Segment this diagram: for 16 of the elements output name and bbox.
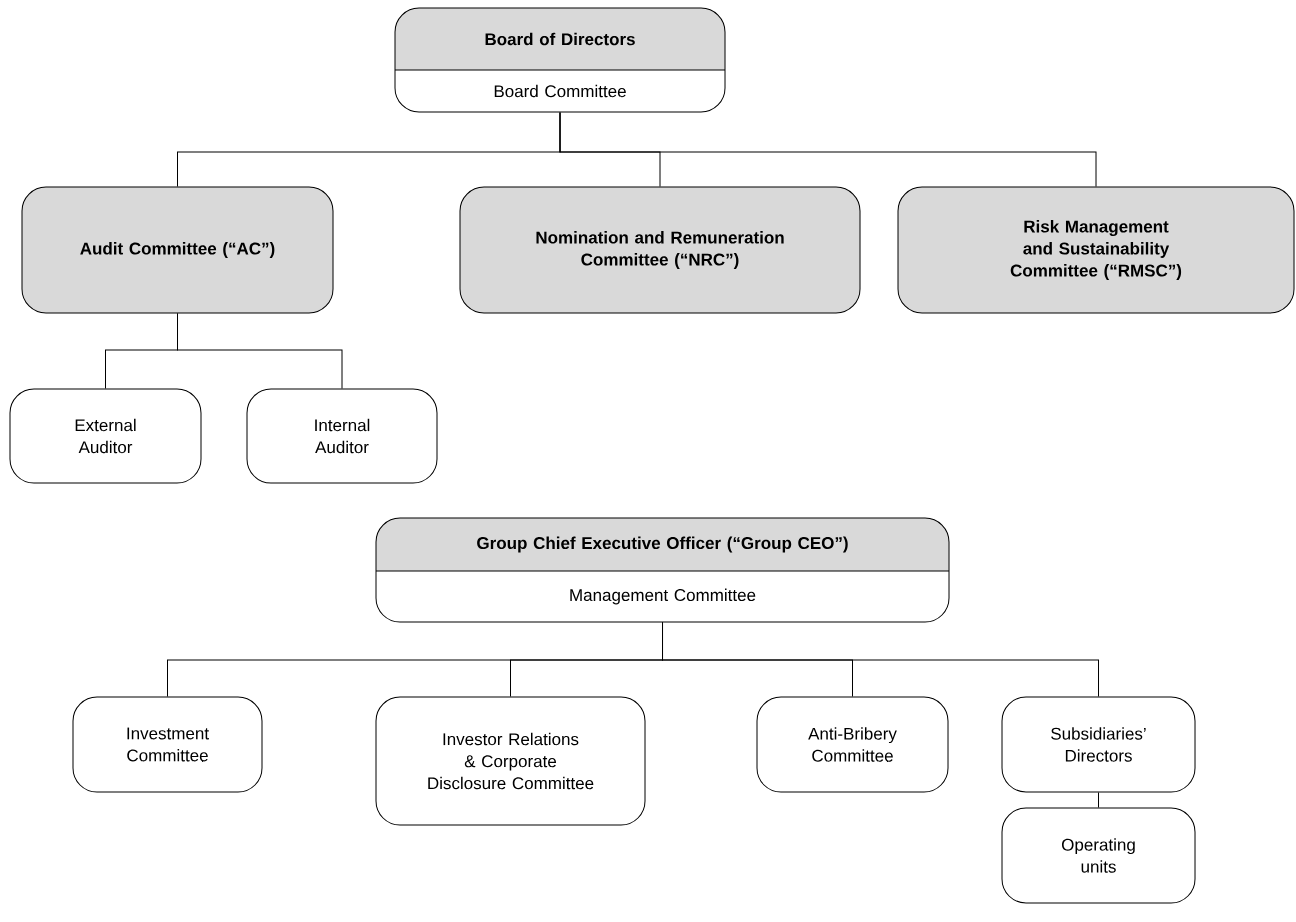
committee-box: Subsidiaries’ Directors	[1001, 696, 1196, 793]
committee-box: Investor Relations & Corporate Disclosure Committee	[375, 696, 646, 826]
connector-line	[559, 112, 1097, 187]
committee-box: Nomination and Remuneration Committee (“NRC”)	[459, 186, 861, 314]
committee-box: External Auditor	[9, 388, 202, 484]
committee-box: Internal Auditor	[246, 388, 438, 484]
connector-line	[1098, 792, 1099, 808]
connector-line	[662, 622, 1099, 697]
committee-box: Risk Management and Sustainability Committee (“RMSC”)	[897, 186, 1295, 314]
committee-box: Audit Committee (“AC”)	[21, 186, 334, 314]
committee-box: Board of Directors Board Committee	[394, 7, 726, 113]
committee-box: Operating units	[1001, 807, 1196, 904]
committee-box: Anti-Bribery Committee	[756, 696, 949, 793]
committee-box: Group Chief Executive Officer (“Group CEO”) Management Committee	[375, 517, 950, 623]
committee-box: Investment Committee	[72, 696, 263, 793]
connector-line	[177, 313, 343, 389]
